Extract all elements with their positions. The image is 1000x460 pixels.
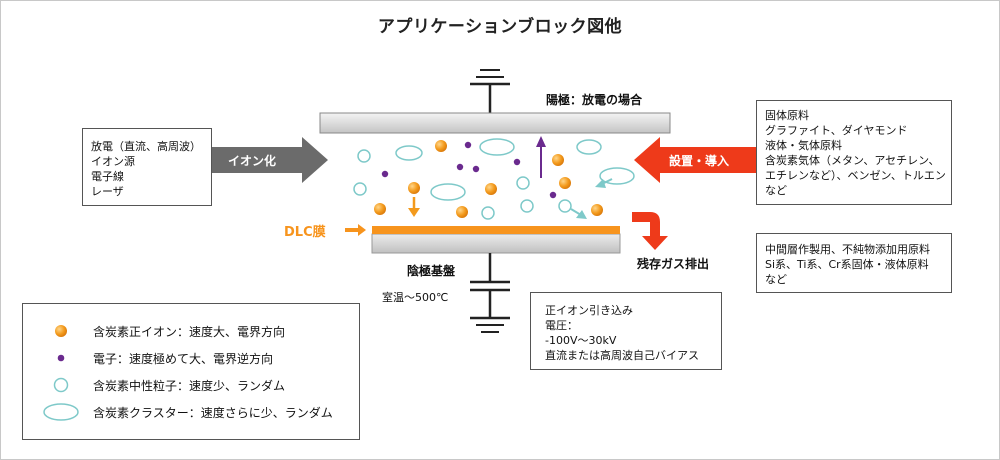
cluster-particle (395, 145, 423, 161)
install-arrow (634, 137, 756, 183)
legend: 含炭素正イオン：速度大、電界方向 電子：速度極めて大、電界逆方向 含炭素中性粒子… (22, 303, 360, 440)
materials-line: 液体・気体原料 (765, 139, 842, 152)
materials-box: 固体原料 グラファイト、ダイヤモンド 液体・気体原料 含炭素気体（メタン、アセチ… (756, 100, 952, 205)
interlayer-box: 中間層作製用、不純物添加用原料 Si系、Ti系、Cr系固体・液体原料 など (756, 233, 952, 293)
neutral-particle (353, 182, 367, 196)
interlayer-line: Si系、Ti系、Cr系固体・液体原料 (765, 258, 929, 271)
voltage-line: 正イオン引き込み (545, 304, 633, 317)
ion-particle (485, 183, 497, 195)
materials-line: 含炭素気体（メタン、アセチレン、 (765, 154, 940, 167)
cluster-particle (576, 139, 602, 155)
ion-particle (435, 140, 447, 152)
ionize-label: イオン化 (228, 154, 277, 168)
neutral-arrow (570, 208, 587, 219)
legend-neutral: 含炭素中性粒子：速度少、ランダム (23, 375, 359, 397)
cathode-plate (371, 233, 621, 254)
source-line: 電子線 (91, 170, 124, 183)
materials-line: 固体原料 (765, 109, 809, 122)
electron-icon (57, 354, 65, 362)
legend-electron: 電子：速度極めて大、電界逆方向 (23, 348, 359, 370)
neutral-particle (520, 199, 534, 213)
neutral-particle (516, 176, 530, 190)
dlc-label: DLC膜 (284, 225, 326, 240)
electron-particle (381, 170, 389, 178)
source-line: イオン源 (91, 155, 135, 168)
cluster-icon (43, 403, 79, 421)
anode-label: 陽極：放電の場合 (546, 93, 643, 107)
ion-particle (456, 206, 468, 218)
ion-particle (552, 154, 564, 166)
legend-ion: 含炭素正イオン：速度大、電界方向 (23, 321, 359, 343)
source-line: レーザ (91, 185, 124, 198)
materials-line: など (765, 184, 787, 197)
voltage-line: -100V〜30kV (545, 334, 617, 347)
electron-particle (464, 141, 472, 149)
legend-cluster-text: 含炭素クラスター：速度さらに少、ランダム (93, 406, 333, 420)
electron-particle (472, 165, 480, 173)
source-box: 放電（直流、高周波） イオン源 電子線 レーザ (82, 128, 212, 206)
electron-arrow (536, 136, 546, 178)
neutral-particle (558, 199, 572, 213)
cluster-particle (430, 183, 466, 201)
ion-icon (55, 325, 67, 337)
legend-electron-text: 電子：速度極めて大、電界逆方向 (93, 352, 274, 366)
voltage-box: 正イオン引き込み 電圧： -100V〜30kV 直流または高周波自己バイアス (530, 292, 722, 370)
neutral-particle (481, 206, 495, 220)
cluster-particles (395, 138, 635, 201)
interlayer-line: 中間層作製用、不純物添加用原料 (765, 243, 930, 256)
legend-cluster: 含炭素クラスター：速度さらに少、ランダム (23, 402, 359, 424)
electron-particle (549, 191, 557, 199)
materials-line: グラファイト、ダイヤモンド (765, 124, 908, 137)
source-line: 放電（直流、高周波） (91, 140, 201, 153)
ion-particle (591, 204, 603, 216)
electron-particle (456, 163, 464, 171)
ion-arrow (408, 197, 420, 217)
electron-particles (381, 141, 557, 199)
voltage-line: 直流または高周波自己バイアス (545, 349, 699, 362)
neutral-particle (357, 149, 371, 163)
cathode-bias-symbol (470, 253, 510, 333)
electron-particle (513, 158, 521, 166)
ion-particle (559, 177, 571, 189)
voltage-line: 電圧： (545, 319, 578, 332)
neutral-icon (53, 377, 69, 393)
interlayer-line: など (765, 273, 787, 286)
dlc-arrow (345, 224, 366, 236)
exhaust-arrow (632, 212, 668, 250)
install-label: 設置・導入 (669, 154, 730, 168)
dlc-film (372, 226, 620, 234)
ion-particle (408, 182, 420, 194)
ion-particles (374, 140, 603, 218)
anode-plate (319, 112, 671, 134)
cluster-arrow (595, 178, 613, 188)
ionize-arrow (212, 137, 328, 183)
exhaust-label: 残存ガス排出 (637, 257, 710, 271)
legend-ion-text: 含炭素正イオン：速度大、電界方向 (93, 325, 286, 339)
diagram-title: アプリケーションブロック図他 (377, 17, 623, 37)
cluster-particle (479, 138, 515, 156)
legend-neutral-text: 含炭素中性粒子：速度少、ランダム (93, 379, 286, 393)
ion-particle (374, 203, 386, 215)
temperature-label: 室温〜500℃ (382, 291, 449, 304)
neutral-particles (353, 149, 572, 220)
materials-line: エチレンなど）、ベンゼン、トルエン (765, 169, 946, 182)
anode-ground-symbol (470, 69, 510, 113)
cathode-label: 陰極基盤 (407, 264, 456, 278)
